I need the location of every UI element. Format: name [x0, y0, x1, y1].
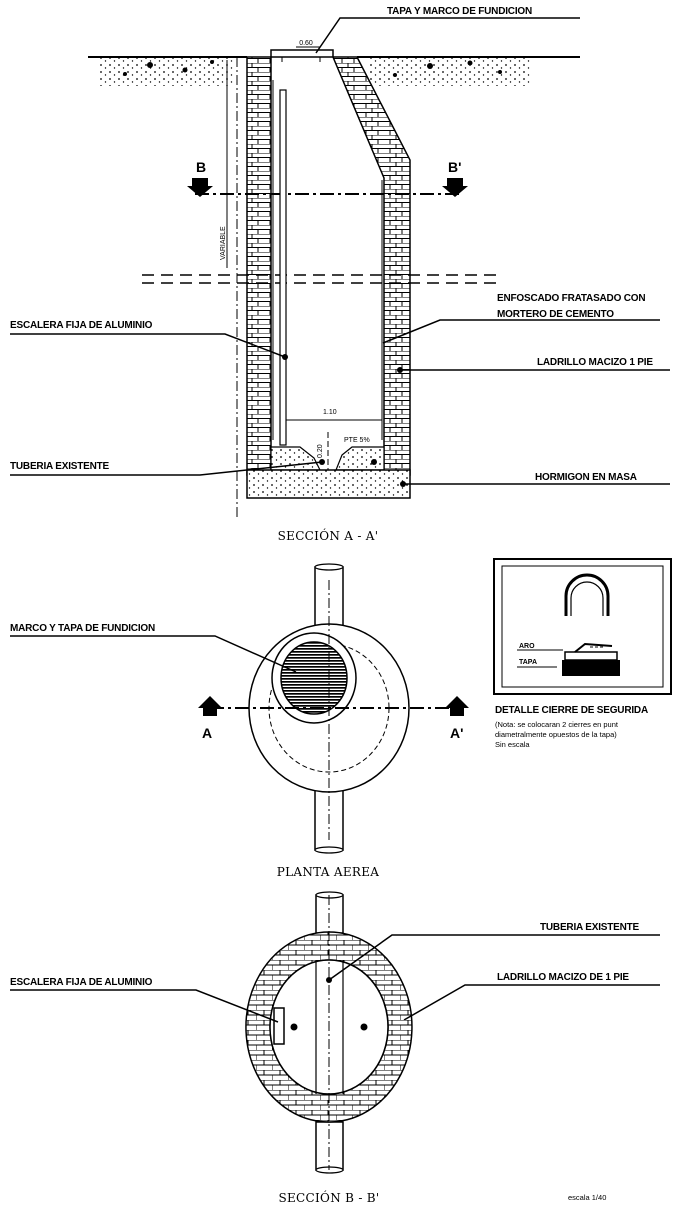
- caption-section-bb: SECCIÓN B - B': [278, 1189, 379, 1205]
- label-bb-brick: LADRILLO MACIZO DE 1 PIE: [497, 972, 629, 983]
- detail-note-1: (Nota: se colocaran 2 cierres en punt: [495, 720, 619, 729]
- cut-arrow-a-icon: [198, 696, 222, 716]
- detail-title: DETALLE CIERRE DE SEGURIDA: [495, 705, 648, 716]
- leader-cover: [315, 17, 580, 54]
- detail-cover-block: [562, 660, 620, 676]
- plan-view: A A' MARCO Y TAPA DE FUNDICION PLANTA AE…: [10, 563, 469, 879]
- dim-top: 0.60: [299, 40, 313, 47]
- leader-pipe: [10, 461, 323, 476]
- slope-label: PTE 5%: [344, 437, 370, 444]
- soil-texture: [100, 58, 530, 86]
- bench-right: [335, 446, 385, 471]
- label-brick: LADRILLO MACIZO 1 PIE: [537, 357, 653, 368]
- label-concrete: HORMIGON EN MASA: [535, 472, 637, 483]
- break-lines: [142, 274, 500, 284]
- detail-lock: ARO TAPA DETALLE CIERRE DE SEGURIDA (Not…: [493, 558, 672, 749]
- scale-label: escala 1/40: [568, 1193, 606, 1202]
- detail-cover-label: TAPA: [519, 659, 537, 666]
- cut-label-b-prime: B': [448, 159, 461, 175]
- cut-arrow-b-prime-icon: [442, 178, 468, 197]
- plan-cover: [280, 641, 348, 715]
- leader-frame-cover: [10, 635, 297, 673]
- section-aa: 0.60 TAPA Y MARCO DE FUNDICION VARIABLE …: [10, 6, 670, 543]
- cut-label-a-prime: A': [450, 725, 463, 741]
- detail-note-3: Sin escala: [495, 740, 530, 749]
- right-brick-wall: [331, 56, 411, 476]
- leader-ladder: [10, 333, 286, 358]
- dim-inner: 1.10: [323, 409, 337, 416]
- cut-label-a: A: [202, 725, 212, 741]
- label-cover-frame: TAPA Y MARCO DE FUNDICION: [387, 6, 532, 17]
- caption-section-aa: SECCIÓN A - A': [278, 527, 379, 543]
- label-ladder: ESCALERA FIJA DE ALUMINIO: [10, 320, 153, 331]
- cut-arrow-b-icon: [187, 178, 213, 197]
- section-bb: TUBERIA EXISTENTE LADRILLO MACIZO DE 1 P…: [10, 891, 660, 1205]
- dim-variable: VARIABLE: [220, 226, 227, 260]
- concrete-base: [246, 469, 411, 499]
- cut-label-b: B: [196, 159, 206, 175]
- svg-text:0.20: 0.20: [317, 444, 324, 458]
- detail-ring-label: ARO: [519, 643, 535, 650]
- detail-note-2: diametralmente opuestos de la tapa): [495, 730, 617, 739]
- label-frame-cover: MARCO Y TAPA DE FUNDICION: [10, 623, 155, 634]
- ladder-aa: [279, 89, 287, 446]
- leader-bb-ladder: [10, 989, 279, 1023]
- label-bb-ladder: ESCALERA FIJA DE ALUMINIO: [10, 977, 153, 988]
- leader-plaster: [382, 319, 660, 344]
- label-plaster: ENFOSCADO FRATASADO CON: [497, 293, 645, 304]
- caption-plan: PLANTA AEREA: [277, 865, 380, 879]
- leader-bb-pipe: [328, 934, 660, 981]
- left-brick-wall: [246, 56, 272, 476]
- label-pipe: TUBERIA EXISTENTE: [10, 461, 110, 472]
- leader-bb-brick: [403, 984, 660, 1021]
- label-plaster-2: MORTERO DE CEMENTO: [497, 309, 614, 320]
- label-bb-pipe: TUBERIA EXISTENTE: [540, 922, 640, 933]
- bb-ladder: [273, 1007, 285, 1045]
- cover-frame: [270, 49, 334, 58]
- cut-arrow-a-prime-icon: [445, 696, 469, 716]
- detail-arch-icon: [564, 573, 610, 616]
